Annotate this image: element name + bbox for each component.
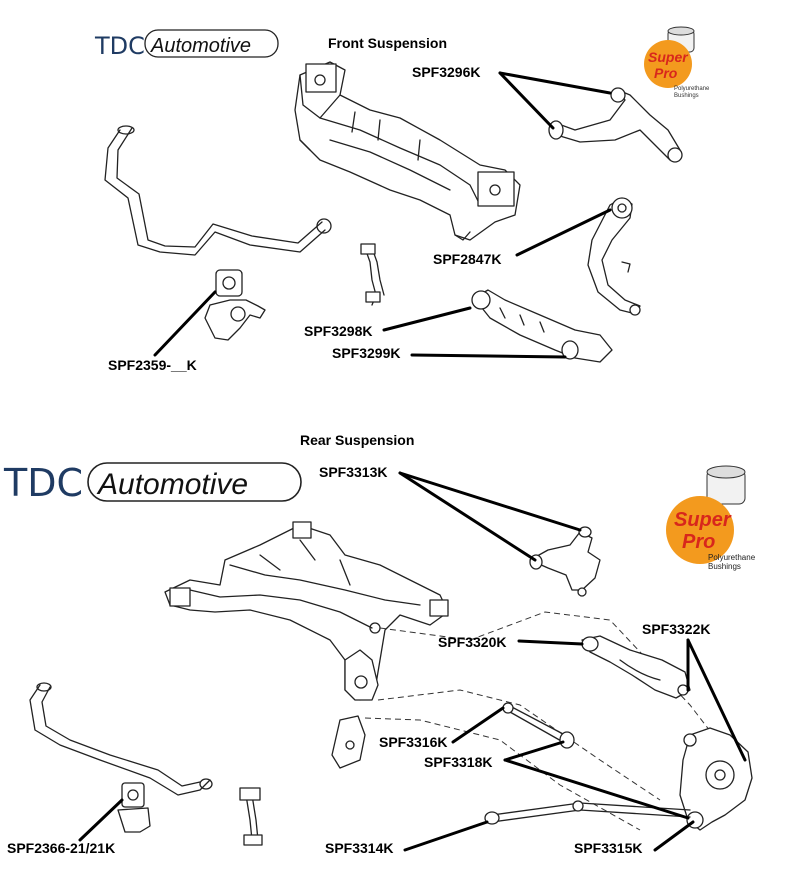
tdc-logo-rear: TDC Automotive (3, 461, 302, 505)
rear-dashed-outline (364, 611, 741, 831)
rear-bar-bushing-drawing (117, 782, 151, 833)
superpro-front-super: Super (648, 49, 689, 65)
leader-spf2359k (153, 290, 217, 357)
leader-spf3296k-b (498, 71, 555, 130)
label-spf2359k: SPF2359-__K (108, 357, 197, 373)
leader-spf3318k-b (503, 758, 690, 820)
label-spf2366k: SPF2366-21/21K (7, 840, 115, 856)
superpro-badge-icon-rear (666, 496, 734, 564)
tdc-logo-rear-oval (87, 462, 302, 502)
leader-spf3314k (403, 820, 489, 852)
front-compression-arm-drawing (587, 197, 641, 316)
leader-spf3318k-a (503, 740, 565, 762)
front-sway-bar-drawing (104, 125, 332, 256)
bushing-top-icon (667, 26, 695, 36)
rear-bottom-link-drawing (484, 800, 691, 825)
superpro-front-bushings: Bushings (674, 93, 699, 99)
rear-toe-links-drawing (502, 702, 575, 749)
front-suspension-title: Front Suspension (328, 35, 447, 51)
leader-spf2366k (78, 798, 124, 842)
label-spf2847k: SPF2847K (433, 251, 501, 267)
superpro-rear-poly: Polyurethane (708, 553, 756, 562)
front-stab-link-drawing (360, 243, 385, 306)
leader-spf3298k (382, 306, 472, 332)
superpro-front-poly: Polyurethane (674, 86, 710, 92)
label-spf3298k: SPF3298K (304, 323, 372, 339)
label-spf3296k: SPF3296K (412, 64, 480, 80)
leader-spf3299k (410, 353, 567, 359)
leader-spf3313k-b (398, 471, 537, 562)
superpro-logo-rear: Super Pro Polyurethane Bushings (666, 465, 756, 571)
rear-upper-arm-drawing (529, 526, 601, 597)
label-spf3320k: SPF3320K (438, 634, 506, 650)
front-upper-arm-drawing (548, 87, 683, 163)
tdc-logo-front-tdc: TDC (94, 32, 145, 60)
tdc-logo-rear-automotive: Automotive (96, 468, 248, 501)
leader-spf2847k (515, 208, 612, 257)
label-spf3315k: SPF3315K (574, 840, 642, 856)
label-spf3316k: SPF3316K (379, 734, 447, 750)
tdc-logo-front-automotive: Automotive (150, 35, 251, 57)
superpro-logo-front: Super Pro Polyurethane Bushings (644, 26, 710, 99)
superpro-rear-bushings: Bushings (708, 562, 741, 571)
tdc-logo-front-oval (144, 29, 279, 58)
rear-sway-bar-drawing (29, 682, 213, 796)
bushing-top-icon-rear (706, 465, 746, 479)
superpro-front-pro: Pro (654, 65, 678, 81)
rear-lower-arm-drawing (581, 635, 691, 699)
rear-leader-lines (78, 471, 747, 852)
label-spf3322k: SPF3322K (642, 621, 710, 637)
label-spf3313k: SPF3313K (319, 464, 387, 480)
tdc-logo-rear-tdc: TDC (3, 461, 83, 505)
leader-spf3315k (653, 820, 695, 852)
front-bar-bushing-drawing (204, 269, 266, 341)
rear-bracket-drawing (331, 715, 366, 769)
leader-spf3322k-b (686, 638, 747, 762)
rear-drop-link-drawing (239, 787, 263, 846)
front-crossmember-drawing (294, 61, 521, 241)
tdc-logo-front: TDC Automotive (94, 29, 279, 60)
front-leader-lines (153, 71, 612, 359)
superpro-rear-pro: Pro (682, 531, 715, 553)
leader-spf3316k (451, 706, 505, 744)
leader-spf3313k-a (398, 471, 582, 532)
rear-knuckle-drawing (679, 727, 753, 831)
label-spf3318k: SPF3318K (424, 754, 492, 770)
rear-suspension-title: Rear Suspension (300, 432, 414, 448)
superpro-badge-icon (644, 40, 692, 88)
label-spf3314k: SPF3314K (325, 840, 393, 856)
rear-subframe-drawing (164, 521, 449, 701)
front-lower-arm-drawing (471, 289, 613, 363)
leader-spf3320k (517, 639, 584, 646)
superpro-rear-super: Super (674, 509, 732, 531)
leader-spf3296k-a (498, 71, 612, 95)
label-spf3299k: SPF3299K (332, 345, 400, 361)
